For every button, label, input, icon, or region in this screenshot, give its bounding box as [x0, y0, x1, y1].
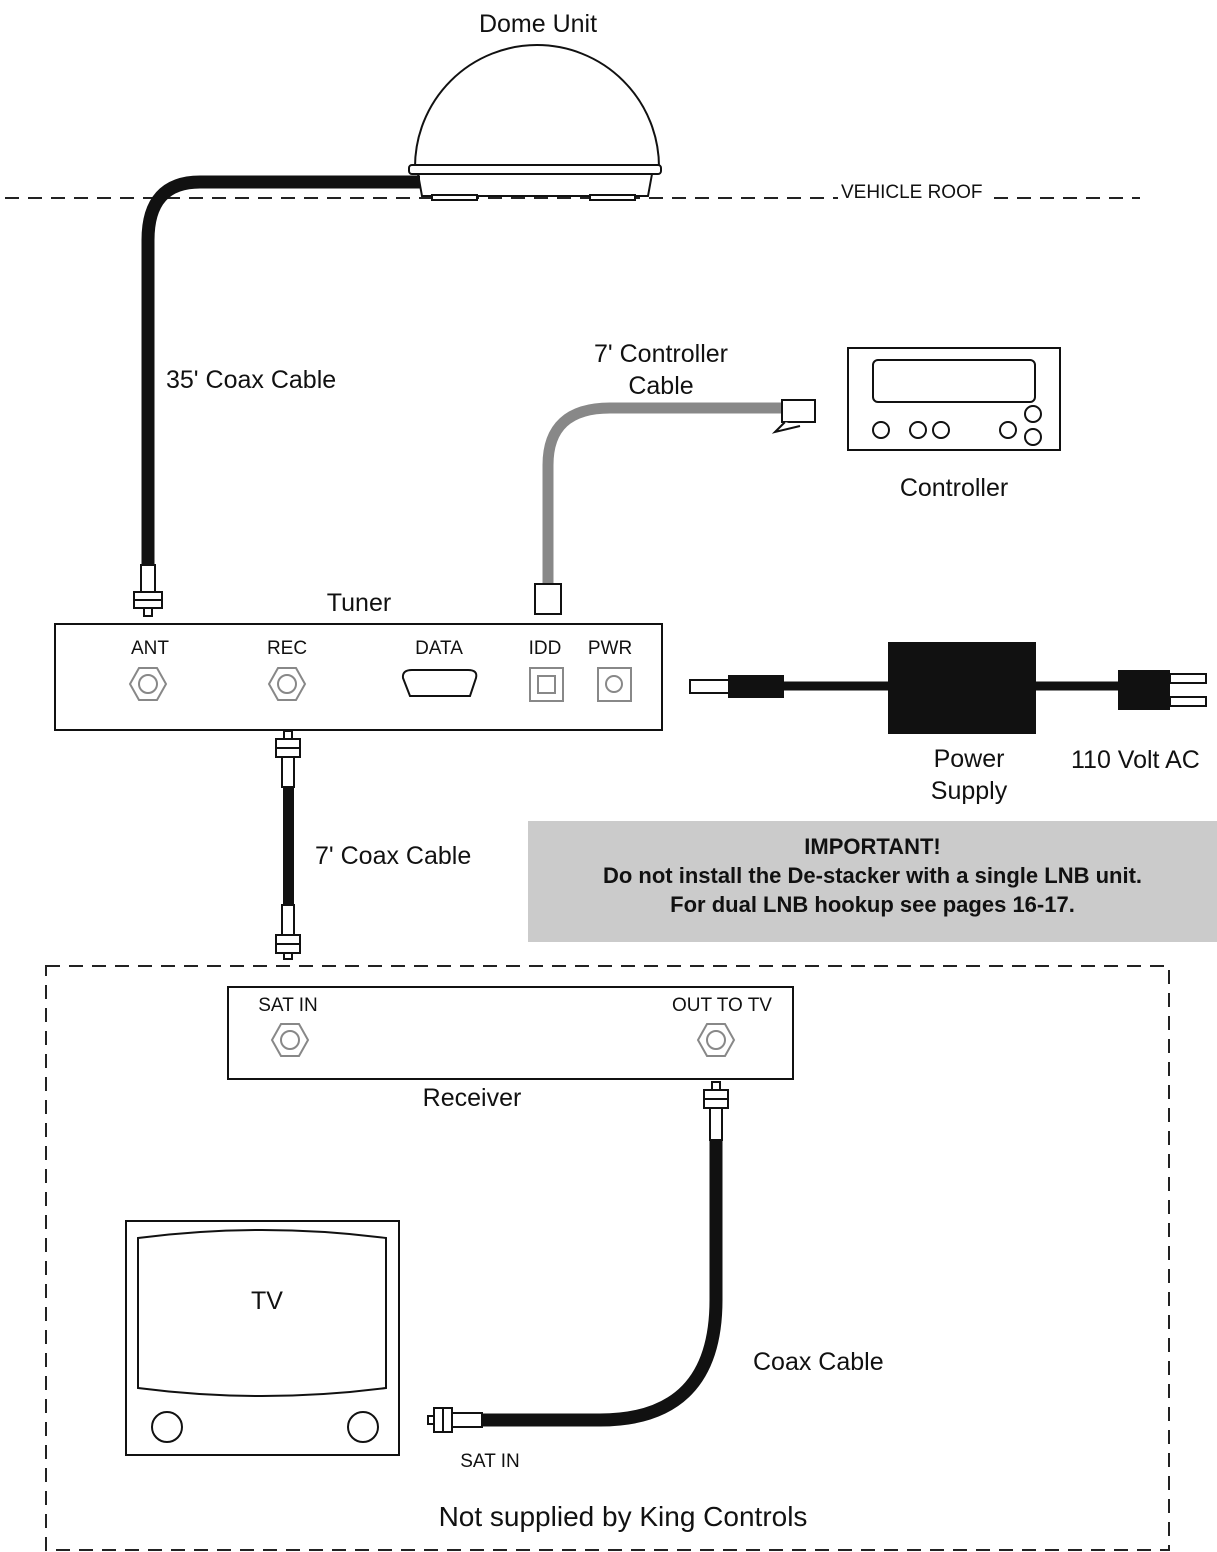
important-note: IMPORTANT! Do not install the De-stacker…: [528, 821, 1217, 942]
power-supply-label-line1: Power: [933, 745, 1005, 773]
important-title: IMPORTANT!: [804, 834, 941, 859]
coax-35-label: 35' Coax Cable: [166, 366, 337, 394]
dome-unit-label: Dome Unit: [478, 10, 598, 38]
controller-cable: [542, 402, 782, 584]
receiver-box: [227, 986, 794, 1080]
tv-coax-cable: [427, 1081, 729, 1433]
tv-label: TV: [251, 1287, 283, 1315]
tuner-port-idd: IDD: [528, 638, 562, 659]
tuner-port-data: DATA: [415, 638, 463, 659]
rj-plug-icon: [771, 399, 816, 434]
tv-sat-in-label: SAT IN: [460, 1451, 520, 1472]
coax-7-label: 7' Coax Cable: [315, 842, 472, 870]
data-port-icon: [401, 669, 478, 697]
receiver-port-sat-in: SAT IN: [258, 995, 318, 1016]
controller-label: Controller: [899, 474, 1009, 502]
controller-cable-label-line2: Cable: [628, 372, 694, 400]
ant-connector-icon: [133, 564, 163, 617]
power-supply: [689, 642, 1207, 734]
tuner-label: Tuner: [326, 589, 392, 617]
not-supplied-region: [45, 965, 1170, 1551]
power-supply-label-line2: Supply: [930, 777, 1008, 805]
ac-110-label: 110 Volt AC: [1071, 746, 1200, 774]
vehicle-roof-label: VEHICLE ROOF: [838, 182, 986, 204]
dome-unit: [408, 44, 662, 201]
important-line-2: Do not install the De-stacker with a sin…: [602, 863, 1143, 888]
controller-unit: [847, 347, 1061, 451]
receiver-port-out-to-tv: OUT TO TV: [672, 995, 772, 1016]
idd-port-icon: [529, 667, 564, 702]
important-line-3: For dual LNB hookup see pages 16-17.: [670, 892, 1075, 917]
pwr-port-icon: [597, 667, 632, 702]
receiver-sat-in-port-icon: [270, 1023, 310, 1057]
tuner-port-ant: ANT: [131, 638, 169, 659]
receiver-label: Receiver: [422, 1084, 522, 1112]
rec-port-icon: [267, 667, 307, 701]
coax-cable-label: Coax Cable: [753, 1348, 884, 1376]
controller-cable-label-line1: 7' Controller: [594, 340, 728, 368]
receiver-out-to-tv-port-icon: [696, 1023, 736, 1057]
ant-port-icon: [128, 667, 168, 701]
tv-unit: [125, 1220, 400, 1456]
coax-35-cable: [141, 175, 420, 565]
not-supplied-label: Not supplied by King Controls: [438, 1501, 808, 1532]
tuner-port-pwr: PWR: [587, 638, 633, 659]
tuner-port-rec: REC: [266, 638, 308, 659]
controller-cable-plug-icon: [534, 583, 562, 615]
coax-7-cable: [275, 730, 301, 960]
